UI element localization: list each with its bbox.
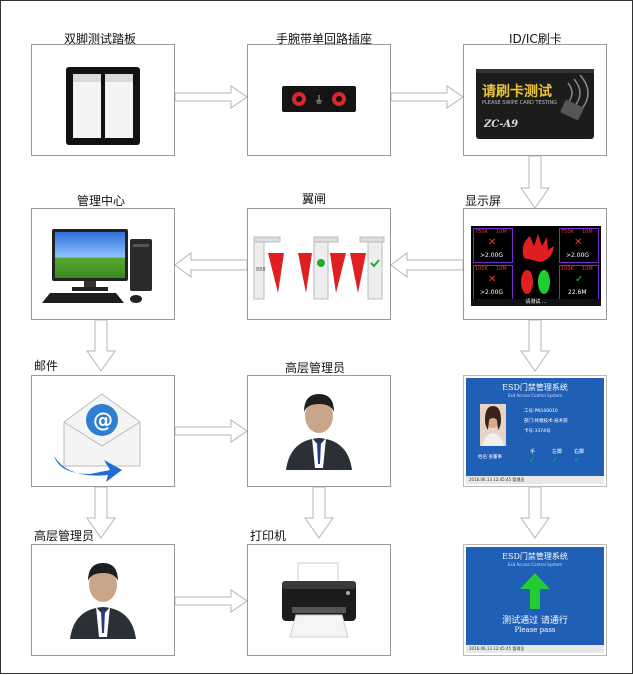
pedal-label: 双脚测试踏板	[64, 32, 137, 46]
esd1-title: ESD门禁管理系统	[502, 383, 568, 392]
pedal-node	[31, 44, 175, 156]
arrow-mail-to-senior1	[174, 419, 248, 443]
display-cell: 750K 10M ✕ >2.00G	[473, 228, 513, 263]
arrow-mail-to-senior2	[86, 486, 116, 539]
arrow-card-to-display	[520, 155, 550, 209]
card-title: 请刷卡测试	[482, 84, 552, 100]
card-subtitle: PLEASE SWIPE CARD TESTING	[482, 100, 558, 106]
display-panel-icon: 750K 10M ✕ >2.00G 750K 10M ✕ >2.00G 100K…	[471, 226, 601, 306]
hand-feet-icon	[521, 234, 554, 294]
svg-text:888: 888	[256, 267, 266, 273]
esd2-screen: ESD门禁管理系统 Esd Access Control System 测试通过…	[466, 547, 604, 653]
esd2-subtitle: Esd Access Control System	[507, 562, 563, 567]
turnstile-icon: 888	[253, 236, 385, 300]
esd1-footer: 2016.06.13 12:45:45 管理员	[466, 476, 604, 484]
display-cell: 100K 10M ✕ >2.00G	[473, 265, 513, 300]
esd2-footer: 2016.06.13 12:45:45 管理员	[466, 645, 604, 653]
fail-icon: ✕	[488, 237, 497, 248]
esd2-node: ESD门禁管理系统 Esd Access Control System 测试通过…	[463, 544, 607, 656]
arrow-display-to-esd1	[520, 319, 550, 372]
printer-node	[247, 544, 391, 656]
esd1-screen: ESD门禁管理系统 Esd Access Control System 工号:P…	[466, 378, 604, 484]
arrow-mgmt-to-mail	[86, 319, 116, 372]
printer-icon	[282, 562, 356, 638]
esd1-field: 工号:PN100010	[524, 409, 558, 414]
esd1-field: 卡号:3374号	[524, 429, 551, 434]
card-model: ZC-A9	[484, 119, 519, 130]
senior1-node	[247, 375, 391, 487]
manager-icon	[70, 563, 136, 639]
display-label: 显示屏	[465, 194, 502, 208]
fail-icon: ✕	[488, 274, 497, 285]
socket-icon	[282, 86, 356, 112]
display-cell: 100K 10M ✓ 22.6M	[559, 265, 599, 300]
esd2-title: ESD门禁管理系统	[502, 552, 568, 561]
esd2-pass-en: Please pass	[514, 626, 556, 634]
card-node: 请刷卡测试 PLEASE SWIPE CARD TESTING ZC-A9	[463, 44, 607, 156]
display-footer: 请测试 ...	[471, 299, 601, 306]
arrow-senior1-to-printer	[304, 486, 334, 539]
wrist-label: 手腕带单回路插座	[276, 32, 373, 46]
card-label: ID/IC刷卡	[509, 32, 562, 46]
senior1-label: 高层管理员	[285, 361, 346, 375]
display-cell: 750K 10M ✕ >2.00G	[559, 228, 599, 263]
esd1-node: ESD门禁管理系统 Esd Access Control System 工号:P…	[463, 375, 607, 487]
esd1-field: 部门:终端技术-技术部	[524, 419, 568, 424]
check-icon: ✓	[574, 456, 580, 464]
wrist-node	[247, 44, 391, 156]
arrow-display-to-gate	[390, 252, 464, 278]
check-icon: ✓	[552, 456, 558, 464]
arrow-gate-to-mgmt	[174, 252, 248, 278]
esd2-pass-cn: 测试通过 请通行	[502, 616, 568, 626]
mail-label: 邮件	[34, 359, 59, 373]
mgmt-node	[31, 208, 175, 320]
esd1-subtitle: Esd Access Control System	[507, 393, 563, 398]
arrow-senior2-to-printer	[174, 589, 248, 613]
mail-node: @	[31, 375, 175, 487]
pass-icon: ✓	[575, 274, 584, 285]
arrow-pedal-to-wrist	[174, 85, 248, 109]
senior2-label: 高层管理员	[34, 529, 95, 543]
pedal-icon	[66, 67, 140, 145]
svg-text:@: @	[93, 408, 113, 432]
manager-icon	[286, 394, 352, 470]
employee-photo	[480, 404, 506, 446]
senior2-node	[31, 544, 175, 656]
mail-icon: @	[54, 393, 141, 482]
printer-label: 打印机	[250, 529, 287, 543]
card-icon	[476, 69, 594, 139]
arrow-esd1-to-esd2	[520, 486, 550, 539]
arrow-wrist-to-card	[390, 85, 464, 109]
check-icon: ✓	[529, 456, 535, 464]
esd1-name: 姓名:张董事	[478, 455, 503, 460]
mgmt-label: 管理中心	[77, 194, 126, 208]
gate-label: 翼闸	[302, 192, 327, 206]
gate-node: 888	[247, 208, 391, 320]
arrow-up-icon	[520, 573, 550, 609]
computer-icon	[42, 229, 152, 303]
display-node: 750K 10M ✕ >2.00G 750K 10M ✕ >2.00G 100K…	[463, 208, 607, 320]
fail-icon: ✕	[574, 237, 583, 248]
